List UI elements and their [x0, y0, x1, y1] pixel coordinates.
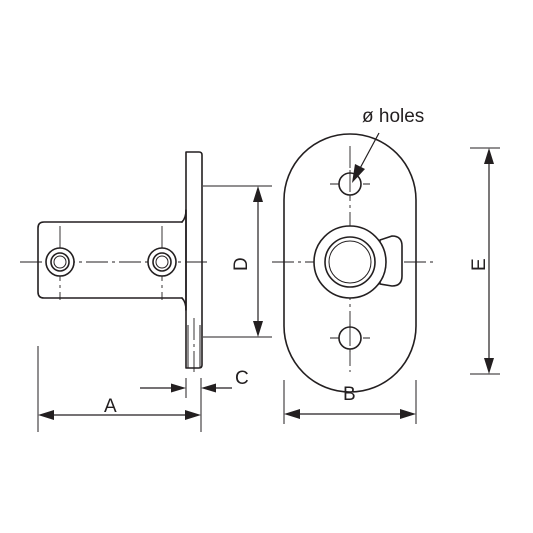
socket-inner-ring — [324, 236, 376, 288]
dimension-c: C — [140, 368, 249, 398]
socket-lug — [379, 235, 403, 287]
dimension-a: A — [37, 346, 202, 432]
holes-leader: ø holes — [352, 106, 424, 183]
holes-label: ø holes — [362, 106, 424, 127]
side-view-tube — [37, 221, 183, 299]
dimension-e-label: E — [469, 258, 490, 271]
dimension-c-label: C — [235, 368, 249, 389]
dimension-a-label: A — [104, 396, 117, 417]
set-screw-right — [147, 226, 177, 300]
dimension-b: B — [283, 380, 417, 424]
dimension-b-label: B — [343, 384, 356, 405]
side-view — [20, 151, 210, 372]
dimension-e: E — [469, 147, 500, 375]
socket-bore — [328, 240, 372, 284]
set-screw-left — [45, 226, 75, 300]
dimension-d-label: D — [231, 257, 252, 271]
dimension-d: D — [203, 185, 272, 338]
